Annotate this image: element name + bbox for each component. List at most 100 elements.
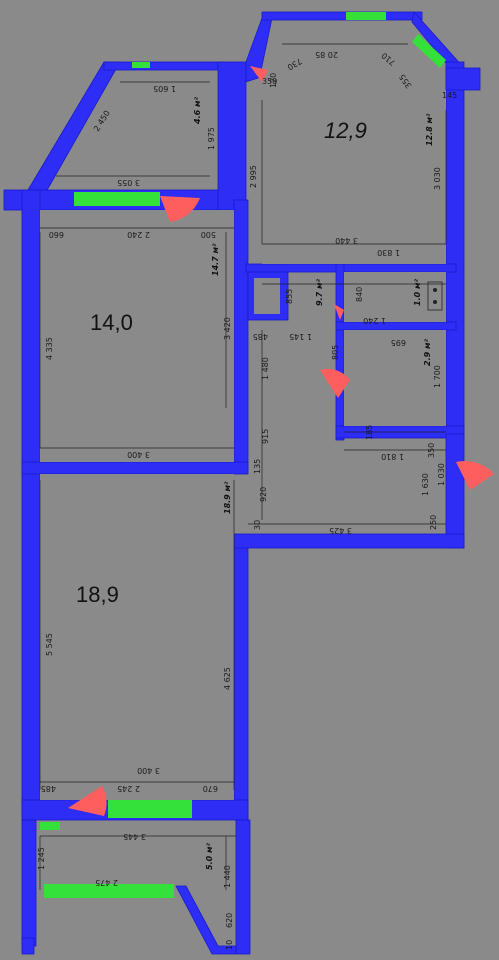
wall-mid-vertical-upper [217, 61, 247, 211]
wall-room-tr-bottom [245, 263, 457, 273]
dim-695: 695 [391, 338, 406, 347]
window-loggia-bottom [44, 884, 174, 898]
dim-3400a: 3 400 [127, 450, 150, 459]
door-bath [320, 368, 350, 398]
fixture-dot [433, 300, 437, 304]
area-corridor: 9.7 м² [315, 279, 324, 306]
dim-485a: 485 [253, 332, 268, 341]
dim-1030: 1 030 [437, 463, 446, 486]
bay-wall-top [261, 11, 423, 21]
loggia-bottom-wall-base [21, 937, 35, 955]
dim-1700: 1 700 [433, 365, 442, 388]
room-label-left-bottom: 18,9 [76, 582, 119, 607]
doors [68, 66, 494, 816]
dim-3400b: 3 400 [137, 766, 160, 775]
loggia-bottom-wall-slant [175, 885, 237, 955]
dim-3420: 3 420 [223, 317, 232, 340]
wall-mid-vertical [233, 199, 249, 471]
wall-right-stub [445, 67, 481, 91]
door-room-left-top [160, 196, 200, 222]
dim-120: 120 [269, 73, 278, 88]
loggia-top-wall-top [103, 61, 225, 71]
dim-1975: 1 975 [207, 127, 216, 150]
window-loggia-top [132, 62, 150, 68]
dim-1480: 1 480 [261, 357, 270, 380]
room-tr-floor [262, 90, 446, 264]
area-room-left-top: 14.7 м² [211, 243, 220, 276]
dim-135: 135 [253, 459, 262, 474]
loggia-bottom-wall-right [235, 819, 251, 955]
wall-right-corridor [445, 433, 465, 549]
dim-250: 250 [429, 515, 438, 530]
room-label-top-right: 12,9 [324, 118, 367, 143]
area-room-tr: 12.8 м² [425, 113, 434, 146]
wall-between-left-rooms [21, 461, 249, 475]
door-room-left-bottom [68, 786, 107, 816]
dim-805: 805 [331, 345, 340, 360]
door-entrance [456, 461, 494, 490]
walls [3, 11, 481, 955]
window-bay-top [346, 12, 386, 20]
dim-5545: 5 545 [45, 633, 54, 656]
dim-3030: 3 030 [433, 167, 442, 190]
dim-350: 350 [262, 77, 277, 86]
wall-mid-vertical-lower [233, 535, 249, 821]
dim-10: 10 [225, 940, 234, 950]
wall-corridor-bottom [233, 533, 465, 549]
dim-3425: 3 425 [329, 526, 352, 535]
dim-915: 915 [261, 429, 270, 444]
fixture-dot [433, 288, 437, 292]
dim-670: 670 [203, 784, 218, 793]
bath-floor [344, 330, 446, 426]
loggia-bottom-wall-left [21, 819, 37, 947]
dim-855: 855 [285, 289, 294, 304]
toilet-fixture [427, 281, 443, 311]
dim-660: 660 [49, 230, 64, 239]
area-loggia-bottom: 5.0 м² [205, 843, 214, 870]
dim-1245: 1 245 [37, 847, 46, 870]
window-loggia-bottom-left [40, 822, 60, 830]
dim-1145: 1 145 [289, 332, 312, 341]
area-wc: 1.0 м² [413, 279, 422, 306]
dim-3440: 3 440 [335, 236, 358, 245]
dim-1830: 1 830 [377, 248, 400, 257]
dim-1240: 1 240 [363, 316, 386, 325]
dim-4625: 4 625 [223, 667, 232, 690]
dim-1605: 1 605 [153, 84, 176, 93]
dim-185: 185 [365, 425, 374, 440]
dim-500: 500 [201, 230, 216, 239]
wall-left-outer [21, 189, 41, 815]
dim-30: 30 [253, 520, 262, 530]
window-bay-right [412, 34, 446, 68]
dim-145: 145 [442, 91, 457, 100]
dim-4335: 4 335 [45, 337, 54, 360]
dim-350b: 350 [427, 443, 436, 458]
wall-wc-mid [335, 321, 457, 331]
dim-1630: 1 630 [421, 473, 430, 496]
dimension-lines [39, 43, 447, 890]
windows [40, 12, 446, 898]
closet-inner [254, 278, 280, 314]
area-loggia-top: 4.6 м² [193, 97, 202, 125]
dim-485b: 485 [41, 784, 56, 793]
dim-3445: 3 445 [123, 832, 146, 841]
window-room-left-bottom [108, 800, 192, 818]
window-room-left-top [74, 192, 160, 206]
area-room-left-bottom: 18.9 м² [223, 481, 232, 514]
dim-2240: 2 240 [127, 230, 150, 239]
dim-2475: 2 475 [95, 878, 118, 887]
area-bath: 2.9 м² [423, 339, 432, 366]
dim-1440: 1 440 [223, 865, 232, 888]
wall-right-outer [445, 61, 465, 435]
room-label-left-top: 14,0 [90, 310, 133, 335]
door-bay [250, 66, 268, 82]
door-corridor [334, 304, 344, 320]
dim-3055: 3 055 [117, 178, 140, 187]
dim-2995: 2 995 [249, 165, 258, 188]
room-left-top-floor [40, 210, 234, 462]
dim-620: 620 [225, 913, 234, 928]
dim-920: 920 [259, 487, 268, 502]
dim-20-85: 20 85 [315, 50, 338, 59]
room-left-bottom-floor [40, 474, 234, 800]
